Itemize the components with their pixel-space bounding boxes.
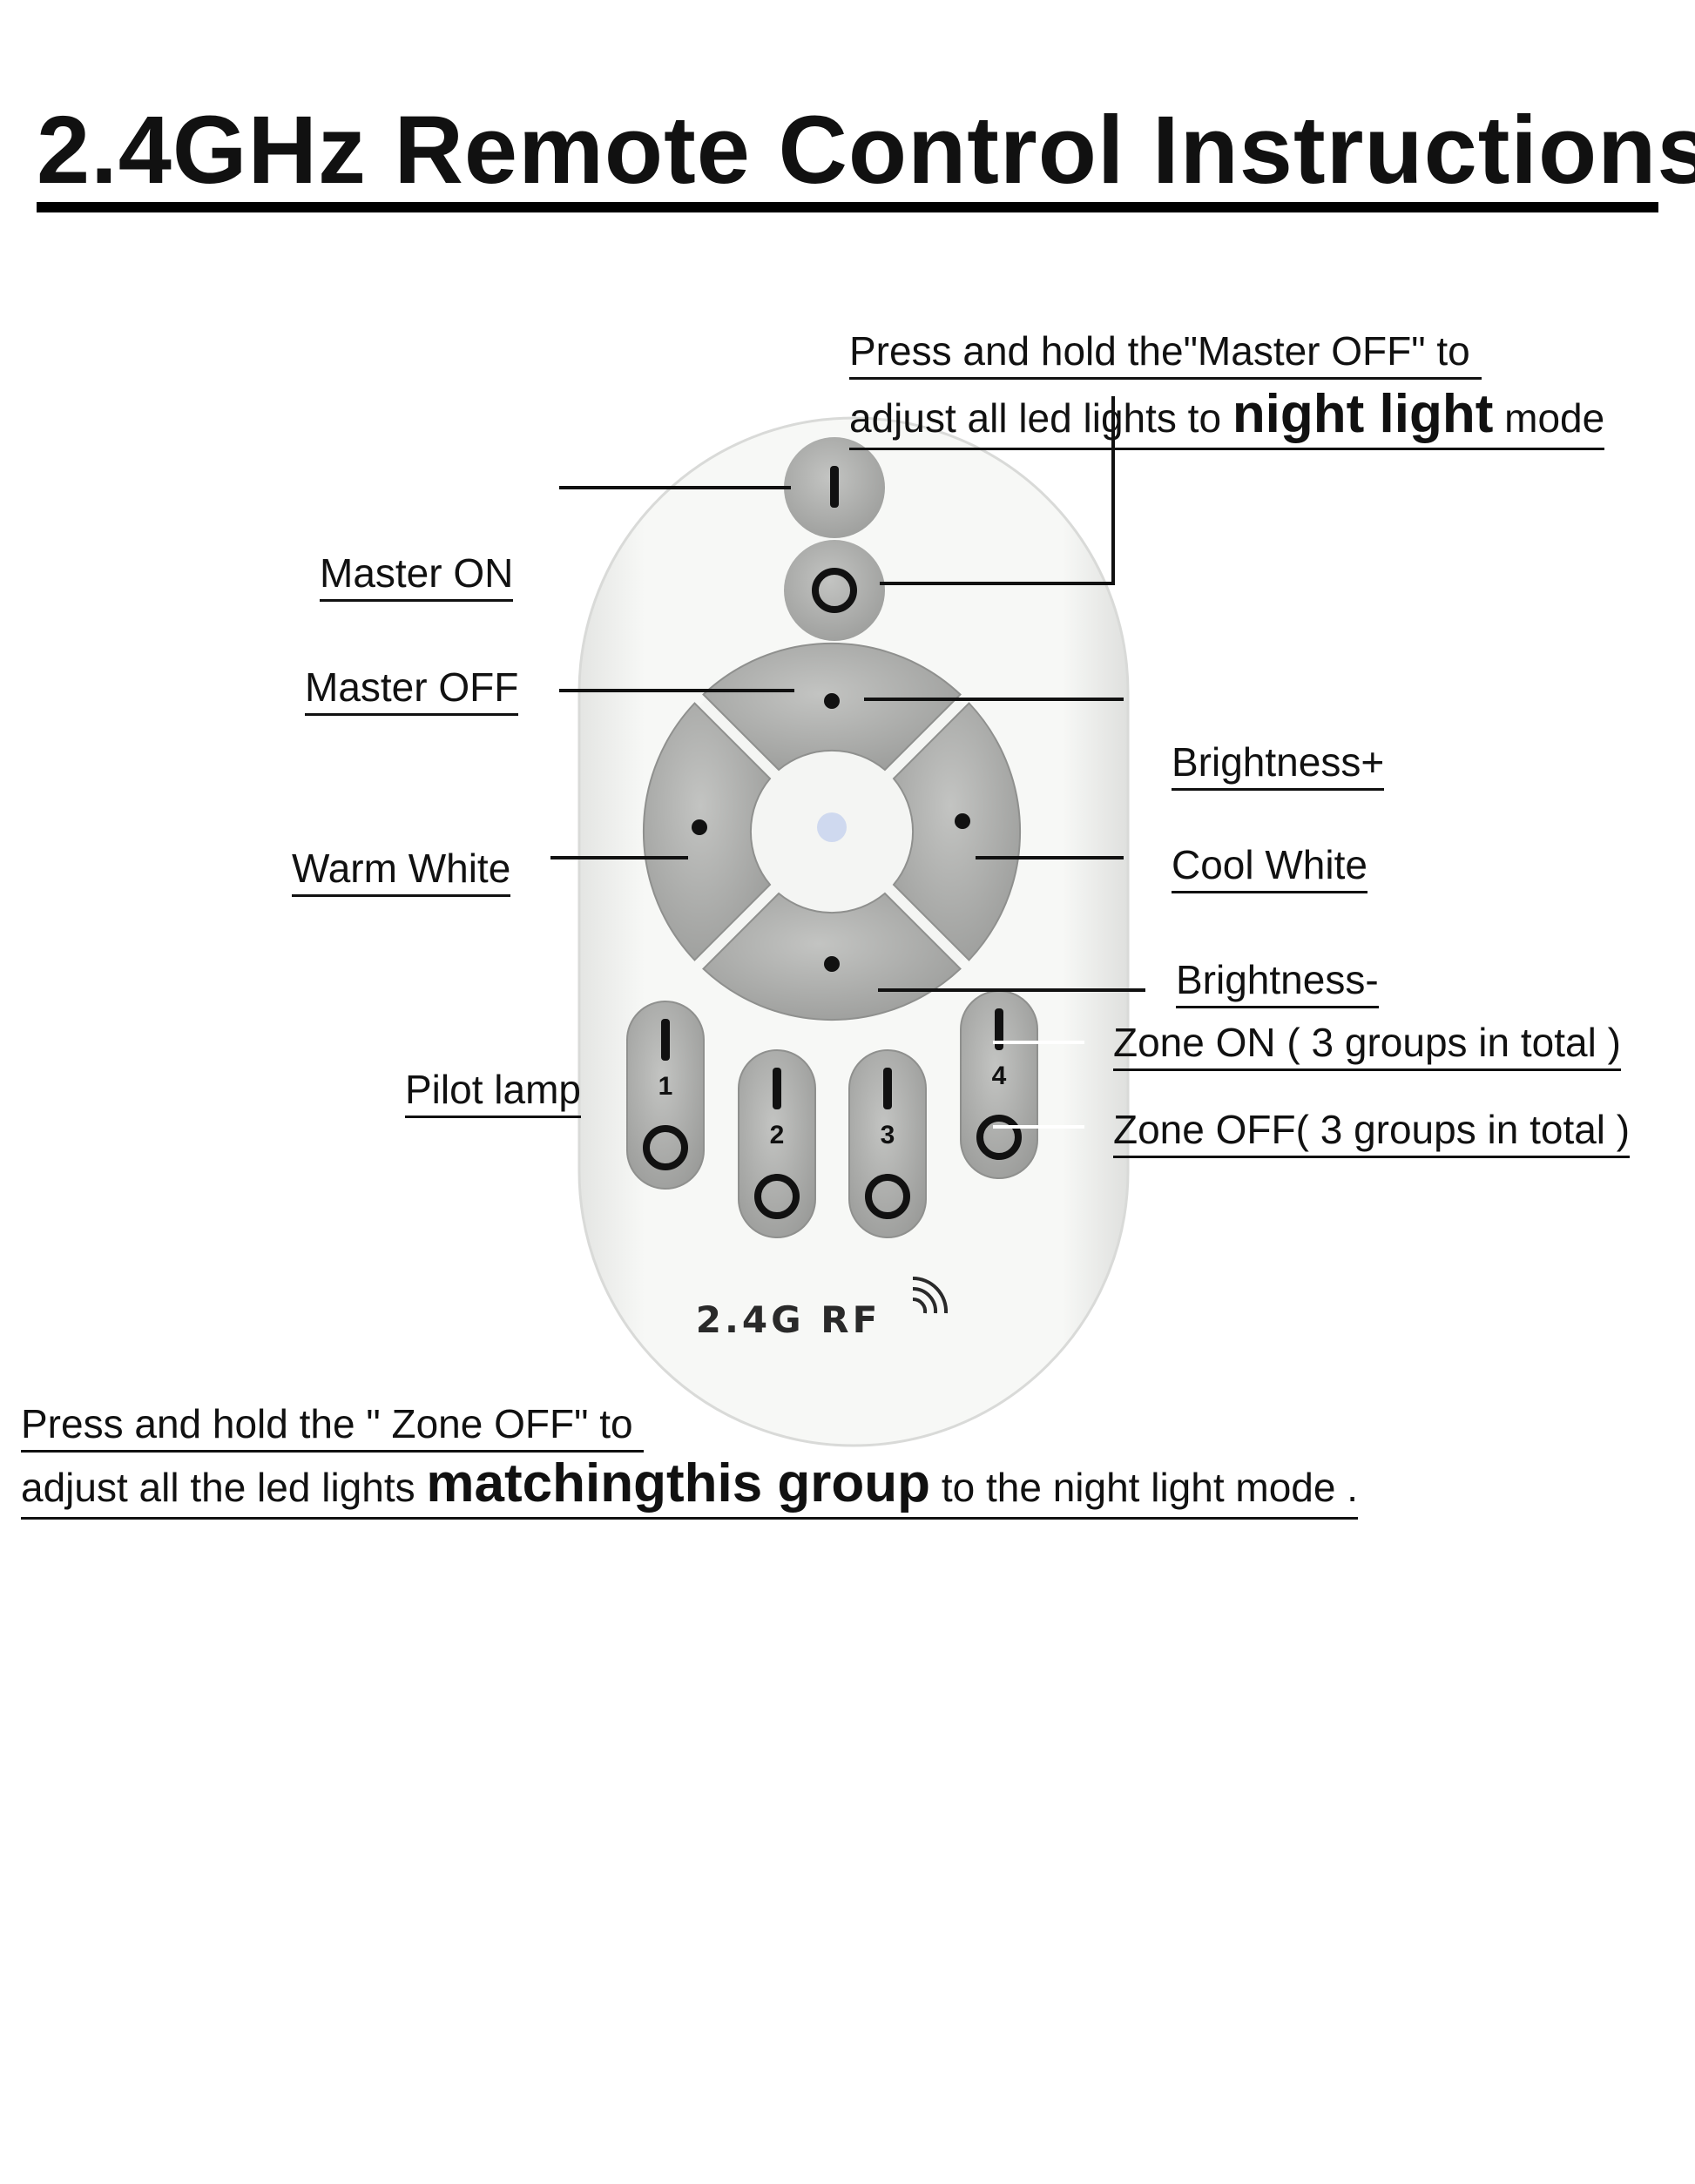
bottom-note-line-2: adjust all the led lights matchingthis g… [21,1453,1359,1520]
bottom-note-text-2a: adjust all the led lights [21,1465,427,1510]
zone-4-button[interactable] [960,990,1038,1179]
leader-lines [550,396,1145,992]
label-warm-white: Warm White [292,846,511,897]
label-brightness-down: Brightness- [1176,958,1379,1008]
top-note-line-2: adjust all led lights to night light mod… [849,384,1605,451]
label-master-off: Master OFF [305,665,519,716]
brightness-up-button[interactable] [702,643,962,772]
zone-1-button[interactable] [626,1001,705,1190]
label-brightness-up: Brightness+ [1172,740,1385,791]
cool-white-button[interactable] [892,702,1021,961]
label-master-on: Master ON [320,551,514,602]
rf-signal-icon [912,1276,949,1314]
top-note-text-2b: mode [1493,395,1605,441]
bottom-note-line-1: Press and hold the " Zone OFF" to [21,1401,645,1453]
master-on-button[interactable] [784,437,885,538]
zone-3-number: 3 [881,1121,895,1149]
zone-2-button[interactable] [738,1049,816,1238]
top-note-emphasis: night light [1232,384,1494,444]
bottom-note-emphasis: matchingthis group [426,1453,931,1513]
label-zone-off: Zone OFF( 3 groups in total ) [1113,1108,1631,1158]
top-note-line-1: Press and hold the"Master OFF" to [849,329,1482,380]
top-note-text-1: Press and hold the"Master OFF" to [849,328,1470,374]
remote-brand-mark: 2.4G RF [696,1298,881,1341]
page-title: 2.4GHz Remote Control Instructions [37,97,1695,204]
label-cool-white: Cool White [1172,843,1367,893]
label-zone-on: Zone ON ( 3 groups in total ) [1113,1021,1621,1071]
zone-2-number: 2 [770,1121,785,1149]
top-note-text-2a: adjust all led lights to [849,395,1232,441]
title-underline [37,202,1658,212]
bottom-note-text-2b: to the night light mode . [930,1465,1359,1510]
master-off-button[interactable] [784,540,885,641]
zone-3-button[interactable] [848,1049,927,1238]
label-pilot-lamp: Pilot lamp [405,1068,581,1118]
zone-leader-lines [993,1041,1084,1129]
d-pad [643,643,1021,1021]
bottom-note-text-1: Press and hold the " Zone OFF" to [21,1401,633,1446]
zone-1-number: 1 [658,1072,673,1101]
pilot-lamp-led [753,753,910,910]
brightness-down-button[interactable] [702,892,962,1021]
zone-4-number: 4 [992,1062,1007,1090]
warm-white-button[interactable] [643,702,772,961]
